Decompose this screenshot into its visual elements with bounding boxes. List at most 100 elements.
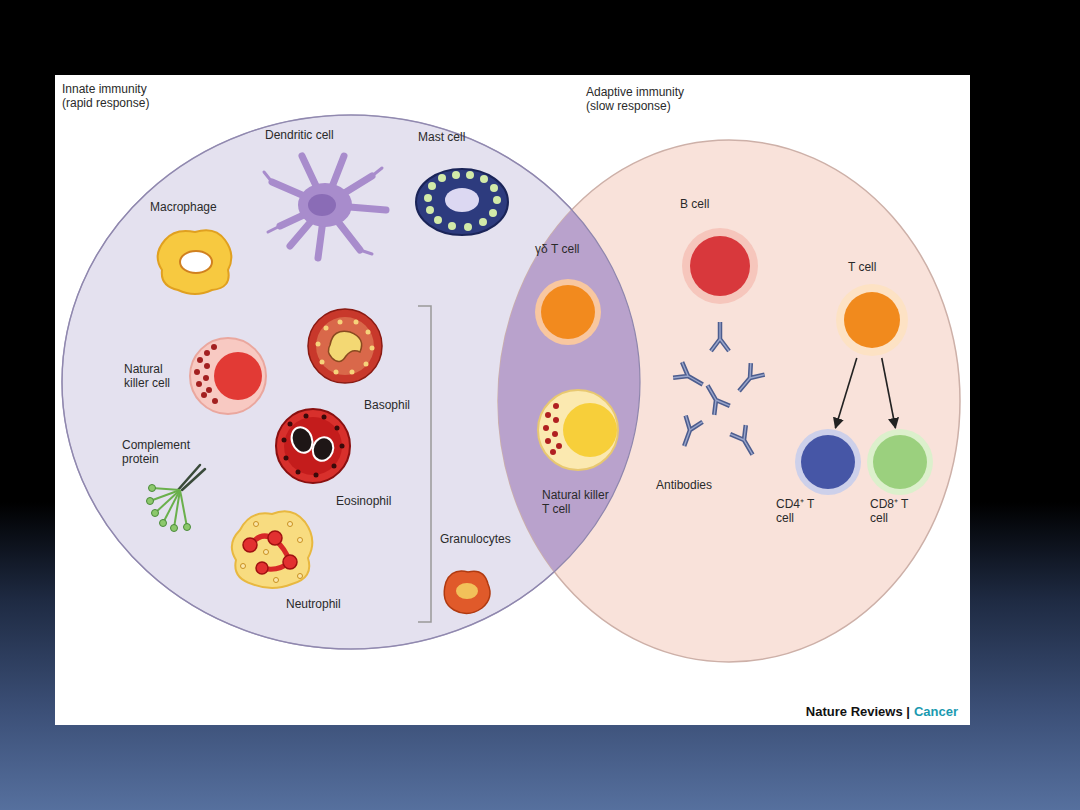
dendritic-cell-picture	[272, 156, 386, 258]
cell-label: Granulocytes	[440, 532, 511, 546]
nk-cell-picture	[204, 350, 210, 356]
t-cell-picture	[836, 284, 908, 356]
eosinophil-picture	[304, 414, 309, 419]
complement-protein-picture	[149, 485, 156, 492]
complement-protein-picture	[160, 520, 167, 527]
eosinophil-picture	[284, 456, 289, 461]
b-cell-picture	[682, 228, 758, 304]
mast-cell-picture	[479, 218, 487, 226]
immunity-regions	[62, 115, 960, 662]
basophil-picture	[364, 362, 369, 367]
dendritic-cell-picture	[268, 226, 280, 232]
basophil-picture	[316, 342, 321, 347]
cd8-t-cell: CD8⁺ T cell	[866, 428, 946, 536]
dendritic-cell-picture	[264, 172, 272, 182]
eosinophil-picture	[276, 409, 350, 483]
cell-label: Basophil	[364, 398, 410, 412]
eosinophil-picture	[309, 434, 336, 463]
basophil-picture	[366, 330, 371, 335]
cell-label: γδ T cell	[535, 242, 579, 256]
basophil-picture	[308, 309, 382, 383]
gamma-delta-t-cell-picture	[541, 285, 595, 339]
nkt-cell-picture	[552, 431, 558, 437]
cell-label: B cell	[680, 197, 709, 211]
nk-cell-picture	[194, 369, 200, 375]
eosinophil-picture	[282, 438, 287, 443]
dendritic-cell-picture	[264, 168, 382, 254]
complement-protein-picture	[171, 525, 178, 532]
eosinophil-picture	[282, 414, 345, 478]
neutrophil-picture	[232, 511, 313, 588]
mast-cell-picture	[489, 209, 497, 217]
basophil-picture	[334, 370, 339, 375]
basophil: Basophil	[306, 306, 416, 418]
journal-credit: Nature Reviews |Cancer	[806, 704, 958, 719]
nkt-cell-picture	[538, 390, 618, 470]
granulocyte-bracket-and-picture	[418, 306, 431, 622]
mast-cell-picture	[424, 171, 501, 231]
mast-cell-picture	[466, 171, 474, 179]
complement-protein-picture	[150, 488, 187, 528]
neutrophil-picture	[243, 531, 297, 574]
basophil-picture	[328, 331, 361, 361]
cd4-t-cell-picture	[801, 435, 855, 489]
nkt-cell-picture	[553, 417, 559, 423]
cell-label: Natural killer cell	[124, 362, 186, 390]
basophil-picture	[320, 360, 325, 365]
cell-label: Macrophage	[150, 200, 217, 214]
basophil-picture	[338, 320, 343, 325]
nk-cell-picture	[203, 375, 209, 381]
mast-cell-picture	[445, 188, 479, 212]
antibodies: Antibodies	[650, 310, 770, 496]
cd8-t-cell-picture	[867, 429, 933, 495]
granulocytes: Granulocytes	[438, 530, 530, 618]
nkt-cell-picture	[563, 403, 617, 457]
nkt-cell-picture	[545, 412, 551, 418]
neutrophil-picture	[283, 555, 297, 569]
nk-cell-picture	[214, 352, 262, 400]
mast-cell: Mast cell	[412, 130, 512, 238]
t-cell: T cell	[834, 258, 910, 358]
mast-cell-picture	[424, 194, 432, 202]
nkt-cell-picture	[543, 425, 549, 431]
complement-protein-picture	[152, 510, 159, 517]
cell-label: Dendritic cell	[265, 128, 334, 142]
eosinophil: Eosinophil	[274, 406, 393, 510]
basophil-picture	[354, 320, 359, 325]
cell-label: Neutrophil	[286, 597, 341, 611]
cd8-t-cell-picture	[873, 435, 927, 489]
complement-protein-picture	[152, 488, 180, 490]
immunity-regions	[498, 140, 960, 662]
eosinophil-picture	[296, 470, 301, 475]
differentiation-arrow	[882, 358, 896, 428]
mast-cell-picture	[428, 182, 436, 190]
eosinophil-picture	[288, 424, 316, 455]
nk-cell-picture	[190, 338, 266, 414]
complement-protein-picture	[174, 490, 180, 528]
dendritic-cell: Dendritic cell	[262, 128, 392, 263]
nkt-cell-picture	[545, 438, 551, 444]
mast-cell-picture	[490, 184, 498, 192]
macrophage-picture	[158, 230, 232, 294]
nk-cell-picture	[204, 363, 210, 369]
granulocyte-bracket-and-picture	[444, 571, 490, 613]
basophil-picture	[324, 326, 329, 331]
complement-protein-picture	[147, 465, 206, 532]
neutrophil-picture	[298, 538, 303, 543]
neutrophil-picture	[274, 578, 279, 583]
eosinophil-picture	[322, 415, 327, 420]
cd4-t-cell-picture	[795, 429, 861, 495]
mast-cell-picture	[416, 169, 508, 235]
gamma-delta-t-cell: γδ T cell	[530, 240, 610, 355]
cell-label: CD4⁺ T cell	[776, 497, 818, 525]
adaptive-region: Adaptive immunity (slow response)B cellA…	[498, 140, 960, 662]
nkt-cell-picture	[556, 443, 562, 449]
cell-label: Adaptive immunity (slow response)	[586, 85, 706, 113]
cd8-t-cell-picture	[867, 429, 933, 495]
macrophage: Macrophage	[148, 200, 248, 296]
t-cell-picture	[844, 292, 900, 348]
neutrophil-picture	[241, 522, 303, 583]
